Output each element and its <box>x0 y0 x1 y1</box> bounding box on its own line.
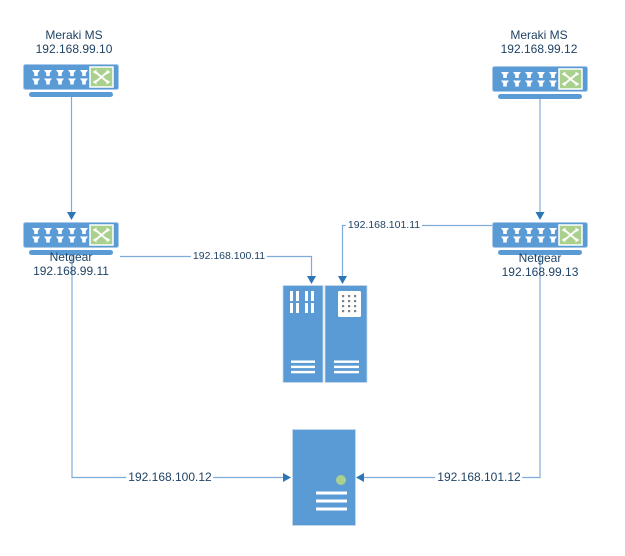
device-name: Netgear <box>49 250 93 264</box>
rack-vent-slats <box>290 291 315 374</box>
connector-netgearleft-rack <box>120 255 313 276</box>
node-label-meraki-right: Meraki MS 192.168.99.12 <box>469 28 609 56</box>
device-name: Netgear <box>518 251 562 265</box>
tower-server-icon <box>292 429 356 526</box>
connector-netgearright-rack <box>341 224 492 276</box>
link-label-101-11: 192.168.101.11 <box>345 219 423 231</box>
device-name: Meraki MS <box>45 28 103 42</box>
device-ip: 192.168.99.11 <box>33 264 109 278</box>
rack-vent-panel <box>338 291 361 317</box>
arrowhead-right-server <box>283 473 291 482</box>
arrowhead-down-rackleft <box>307 276 316 284</box>
link-label-100-12: 192.168.100.12 <box>126 470 214 484</box>
link-label-101-12: 192.168.101.12 <box>435 470 523 484</box>
arrowhead-down-netgearleft <box>67 212 76 220</box>
device-name: Meraki MS <box>510 28 568 42</box>
device-ip: 192.168.99.10 <box>35 42 113 56</box>
connector-netgearleft-server <box>71 254 284 479</box>
rack-vent-dots <box>342 295 357 313</box>
connector-netgearright-server <box>363 254 541 479</box>
arrowhead-down-netgearright <box>535 212 545 220</box>
node-label-netgear-right: Netgear 192.168.99.13 <box>470 251 610 279</box>
node-label-netgear-left: Netgear 192.168.99.11 <box>1 250 141 278</box>
arrowhead-down-rackright <box>338 276 347 284</box>
node-label-meraki-left: Meraki MS 192.168.99.10 <box>4 28 144 56</box>
rack-servers-icon <box>282 285 368 383</box>
device-ip: 192.168.99.12 <box>500 42 578 56</box>
arrowhead-left-server <box>356 473 364 482</box>
link-label-100-11: 192.168.100.11 <box>190 250 268 262</box>
server-power-light <box>336 475 346 485</box>
switch-icon <box>492 66 588 100</box>
device-ip: 192.168.99.13 <box>501 265 579 279</box>
switch-icon <box>23 64 119 98</box>
